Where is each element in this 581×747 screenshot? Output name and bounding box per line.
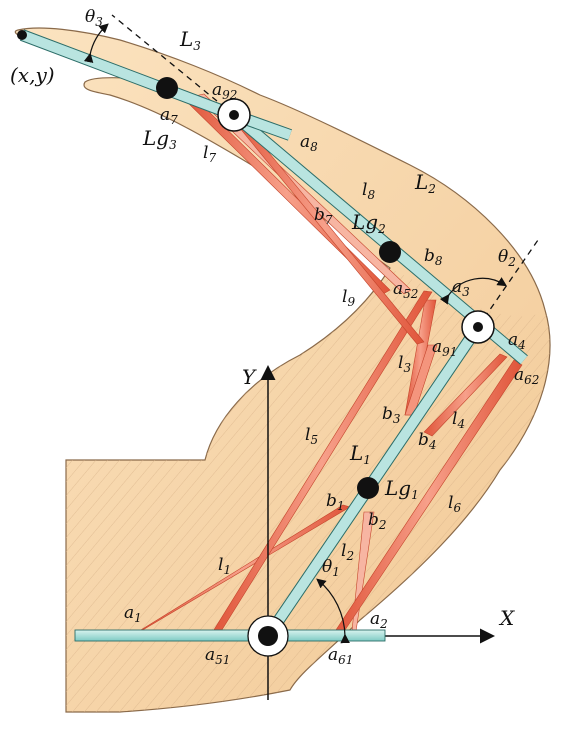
label-L3: L3 (179, 27, 201, 53)
label-b1: b1 (326, 491, 345, 513)
label-a51: a51 (205, 645, 230, 667)
label-l3: l3 (398, 353, 411, 375)
label-a62: a62 (514, 365, 539, 387)
label-a4: a4 (508, 330, 526, 352)
theta3-dash (111, 14, 235, 116)
label-l4: l4 (452, 409, 465, 431)
label-b8: b8 (424, 246, 443, 268)
label-theta2: θ2 (498, 247, 516, 269)
end-effector-label: (x,y) (10, 63, 55, 87)
joint-elbow (473, 322, 483, 332)
label-a1: a1 (124, 603, 142, 625)
label-a52: a52 (393, 279, 418, 301)
label-Lg3: Lg3 (142, 126, 177, 152)
cog-Lg1 (357, 477, 379, 499)
labels: (x,y) Y X L1 L2 L3 Lg1 Lg2 Lg3 θ1 θ2 θ3 … (10, 7, 539, 667)
end-effector-point (17, 30, 27, 40)
label-Lg2: Lg2 (351, 210, 386, 236)
label-b2: b2 (368, 510, 387, 532)
theta2-dash (477, 239, 539, 328)
label-a3: a3 (452, 277, 470, 299)
cog-Lg3 (156, 77, 178, 99)
label-a7: a7 (160, 105, 178, 127)
label-l5: l5 (305, 425, 318, 447)
label-l2: l2 (341, 541, 354, 563)
label-a61: a61 (328, 645, 353, 667)
label-l6: l6 (448, 493, 461, 515)
label-b3: b3 (382, 404, 401, 426)
label-L2: L2 (414, 170, 436, 196)
muscles (135, 93, 523, 634)
muscle-l4 (423, 353, 508, 437)
label-l7: l7 (203, 143, 216, 165)
y-axis-label: Y (242, 365, 257, 389)
label-a2: a2 (370, 609, 388, 631)
theta3-arc (83, 23, 109, 64)
angle-indicators (83, 14, 539, 644)
label-a91: a91 (432, 337, 457, 359)
theta1-arc (316, 578, 350, 644)
link-L3-fill (20, 30, 236, 120)
label-b7: b7 (314, 205, 333, 227)
joint-wrist (229, 110, 239, 120)
label-l1: l1 (218, 555, 231, 577)
joints (17, 30, 495, 657)
joint-base (258, 626, 278, 646)
label-Lg1: Lg1 (384, 476, 419, 502)
theta2-arc (439, 277, 508, 305)
cog-Lg2 (379, 241, 401, 263)
label-b4: b4 (418, 430, 437, 452)
x-axis-label: X (498, 606, 515, 630)
label-L1: L1 (349, 441, 371, 467)
label-l8: l8 (362, 180, 375, 202)
label-theta1: θ1 (322, 557, 340, 579)
label-a8: a8 (300, 132, 318, 154)
label-l9: l9 (342, 287, 355, 309)
label-a92: a92 (212, 80, 237, 102)
label-theta3: θ3 (85, 7, 103, 29)
base-link (74, 629, 386, 642)
